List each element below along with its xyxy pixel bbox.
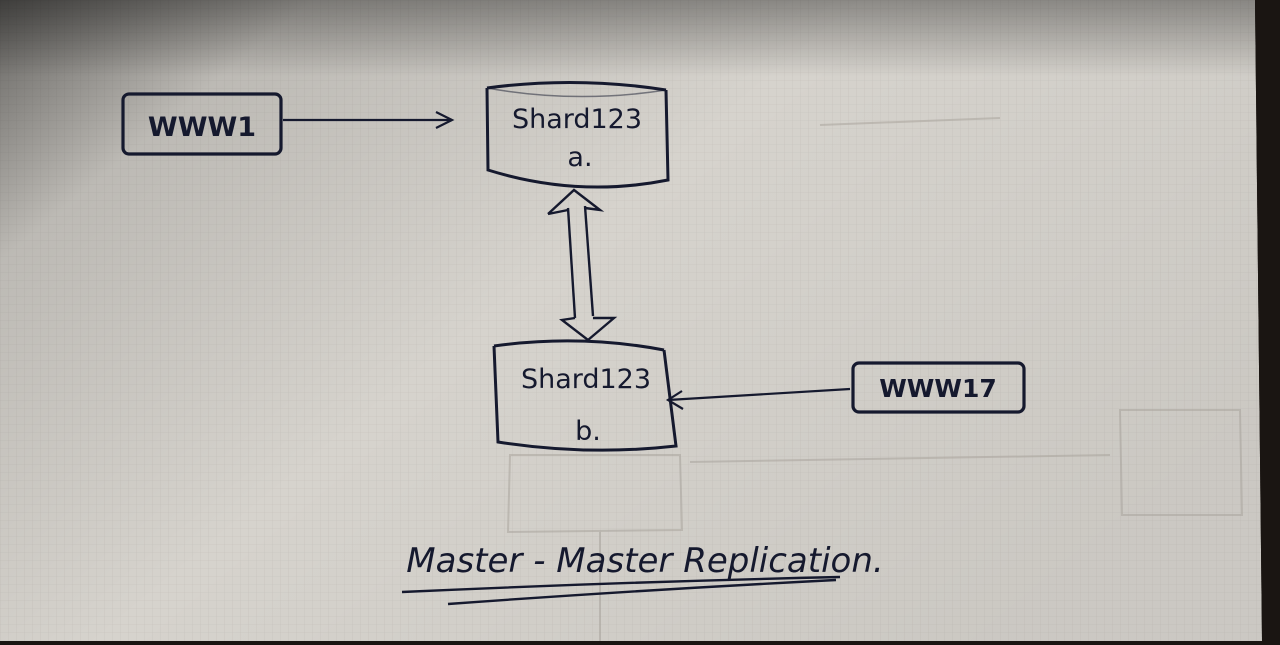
- www1-node: WWW1: [121, 92, 283, 156]
- shard-b-suffix: b.: [575, 416, 601, 447]
- www17-label: WWW17: [879, 374, 997, 403]
- shard-b-database: [492, 339, 678, 452]
- shard-a-database: [485, 80, 670, 189]
- www1-to-shard-a-arrow: [283, 111, 455, 129]
- shard-b-name: Shard123: [521, 364, 651, 395]
- shard-a-name: Shard123: [512, 104, 642, 135]
- diagram-caption: Master - Master Replication.: [406, 541, 883, 581]
- bleed-through-marks: [506, 117, 1244, 641]
- shard-a-suffix: a.: [567, 142, 592, 173]
- www1-label: WWW1: [148, 112, 256, 143]
- replication-arrow: [547, 188, 618, 342]
- www17-to-shard-b-arrow: [665, 387, 851, 410]
- caption-underline: [401, 575, 841, 606]
- www17-node: WWW17: [851, 361, 1026, 414]
